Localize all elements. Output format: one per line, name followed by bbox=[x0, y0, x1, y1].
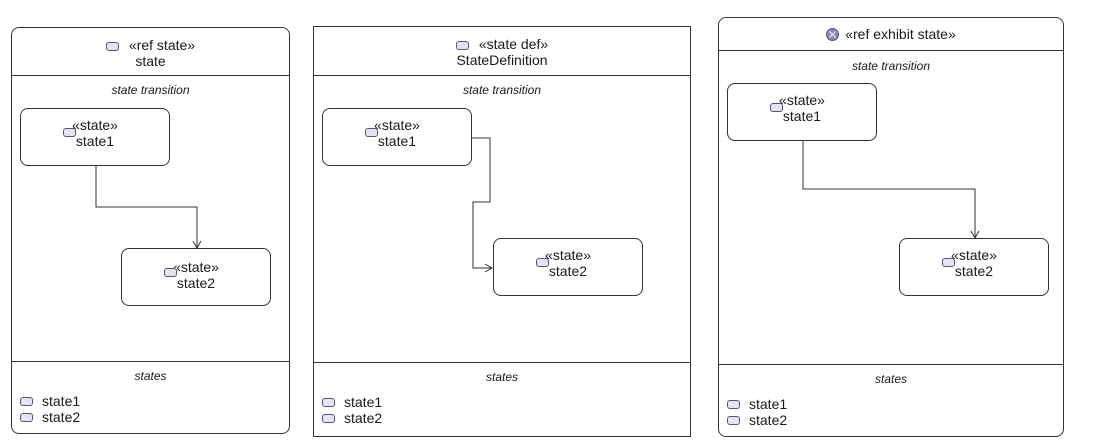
state-icon bbox=[770, 103, 783, 112]
node-stereotype: «state» bbox=[951, 247, 997, 263]
node-stereotype: «state» bbox=[72, 117, 118, 133]
list-item-label: state1 bbox=[749, 396, 788, 412]
list-item-label: state1 bbox=[42, 393, 81, 409]
states-compartment: states state1 state2 bbox=[314, 362, 690, 438]
state-icon bbox=[164, 268, 177, 277]
state-node[interactable]: «state» state1 bbox=[20, 108, 170, 166]
list-item-label: state1 bbox=[344, 394, 383, 410]
compartment-title: state transition bbox=[851, 59, 931, 73]
state-icon bbox=[365, 128, 378, 137]
list-item-label: state2 bbox=[42, 409, 81, 425]
states-list: state1 state2 bbox=[727, 396, 787, 428]
state-icon bbox=[536, 258, 549, 267]
node-name: state2 bbox=[176, 275, 216, 291]
states-compartment: states state1 state2 bbox=[719, 364, 1063, 438]
header-name: state bbox=[135, 53, 166, 69]
state-icon bbox=[105, 41, 119, 51]
transition-edge bbox=[802, 141, 980, 240]
state-node[interactable]: «state» state2 bbox=[899, 238, 1049, 296]
transition-edge bbox=[472, 137, 494, 273]
state-icon bbox=[942, 258, 955, 267]
ref-exhibit-icon bbox=[826, 27, 840, 41]
state-node[interactable]: «state» state2 bbox=[121, 248, 271, 306]
state-icon bbox=[727, 399, 740, 409]
state-icon bbox=[322, 413, 335, 423]
node-stereotype: «state» bbox=[374, 117, 420, 133]
list-item-label: state2 bbox=[749, 412, 788, 428]
node-name: state1 bbox=[377, 133, 417, 149]
panel-ref-exhibit-state: «ref exhibit state» state transition «st… bbox=[718, 17, 1064, 437]
list-item[interactable]: state2 bbox=[20, 409, 80, 425]
list-item[interactable]: state2 bbox=[727, 412, 787, 428]
state-node[interactable]: «state» state1 bbox=[727, 83, 877, 141]
panel-header: «state def» StateDefinition bbox=[314, 27, 690, 76]
transition-edge bbox=[95, 166, 202, 250]
node-name: state1 bbox=[75, 133, 115, 149]
node-stereotype: «state» bbox=[545, 247, 591, 263]
header-name: StateDefinition bbox=[456, 52, 548, 68]
state-icon bbox=[455, 40, 469, 50]
state-icon bbox=[20, 396, 33, 406]
compartment-title: state transition bbox=[462, 83, 542, 97]
panel-state-def: «state def» StateDefinition state transi… bbox=[313, 26, 691, 437]
compartment-title: states bbox=[485, 370, 518, 384]
panel-ref-state: «ref state» state state transition «stat… bbox=[11, 27, 290, 434]
node-name: state2 bbox=[954, 263, 994, 279]
compartment-title: states bbox=[134, 369, 167, 383]
list-item[interactable]: state1 bbox=[20, 393, 80, 409]
states-list: state1 state2 bbox=[322, 394, 382, 426]
node-name: state1 bbox=[782, 108, 822, 124]
header-stereotype: «ref exhibit state» bbox=[845, 26, 956, 42]
list-item-label: state2 bbox=[344, 410, 383, 426]
states-compartment: states state1 state2 bbox=[12, 361, 289, 435]
list-item[interactable]: state1 bbox=[322, 394, 382, 410]
node-stereotype: «state» bbox=[779, 92, 825, 108]
node-name: state2 bbox=[548, 263, 588, 279]
state-icon bbox=[63, 128, 76, 137]
state-node[interactable]: «state» state1 bbox=[322, 108, 472, 166]
panel-header: «ref exhibit state» bbox=[719, 18, 1063, 51]
states-list: state1 state2 bbox=[20, 393, 80, 425]
state-icon bbox=[20, 412, 33, 422]
header-stereotype: «ref state» bbox=[128, 37, 196, 53]
compartment-title: states bbox=[874, 372, 907, 386]
list-item[interactable]: state2 bbox=[322, 410, 382, 426]
panel-header: «ref state» state bbox=[12, 28, 289, 76]
header-stereotype: «state def» bbox=[478, 36, 549, 52]
state-icon bbox=[322, 397, 335, 407]
list-item[interactable]: state1 bbox=[727, 396, 787, 412]
state-icon bbox=[727, 415, 740, 425]
node-stereotype: «state» bbox=[173, 259, 219, 275]
compartment-title: state transition bbox=[111, 83, 190, 97]
state-node[interactable]: «state» state2 bbox=[493, 238, 643, 296]
